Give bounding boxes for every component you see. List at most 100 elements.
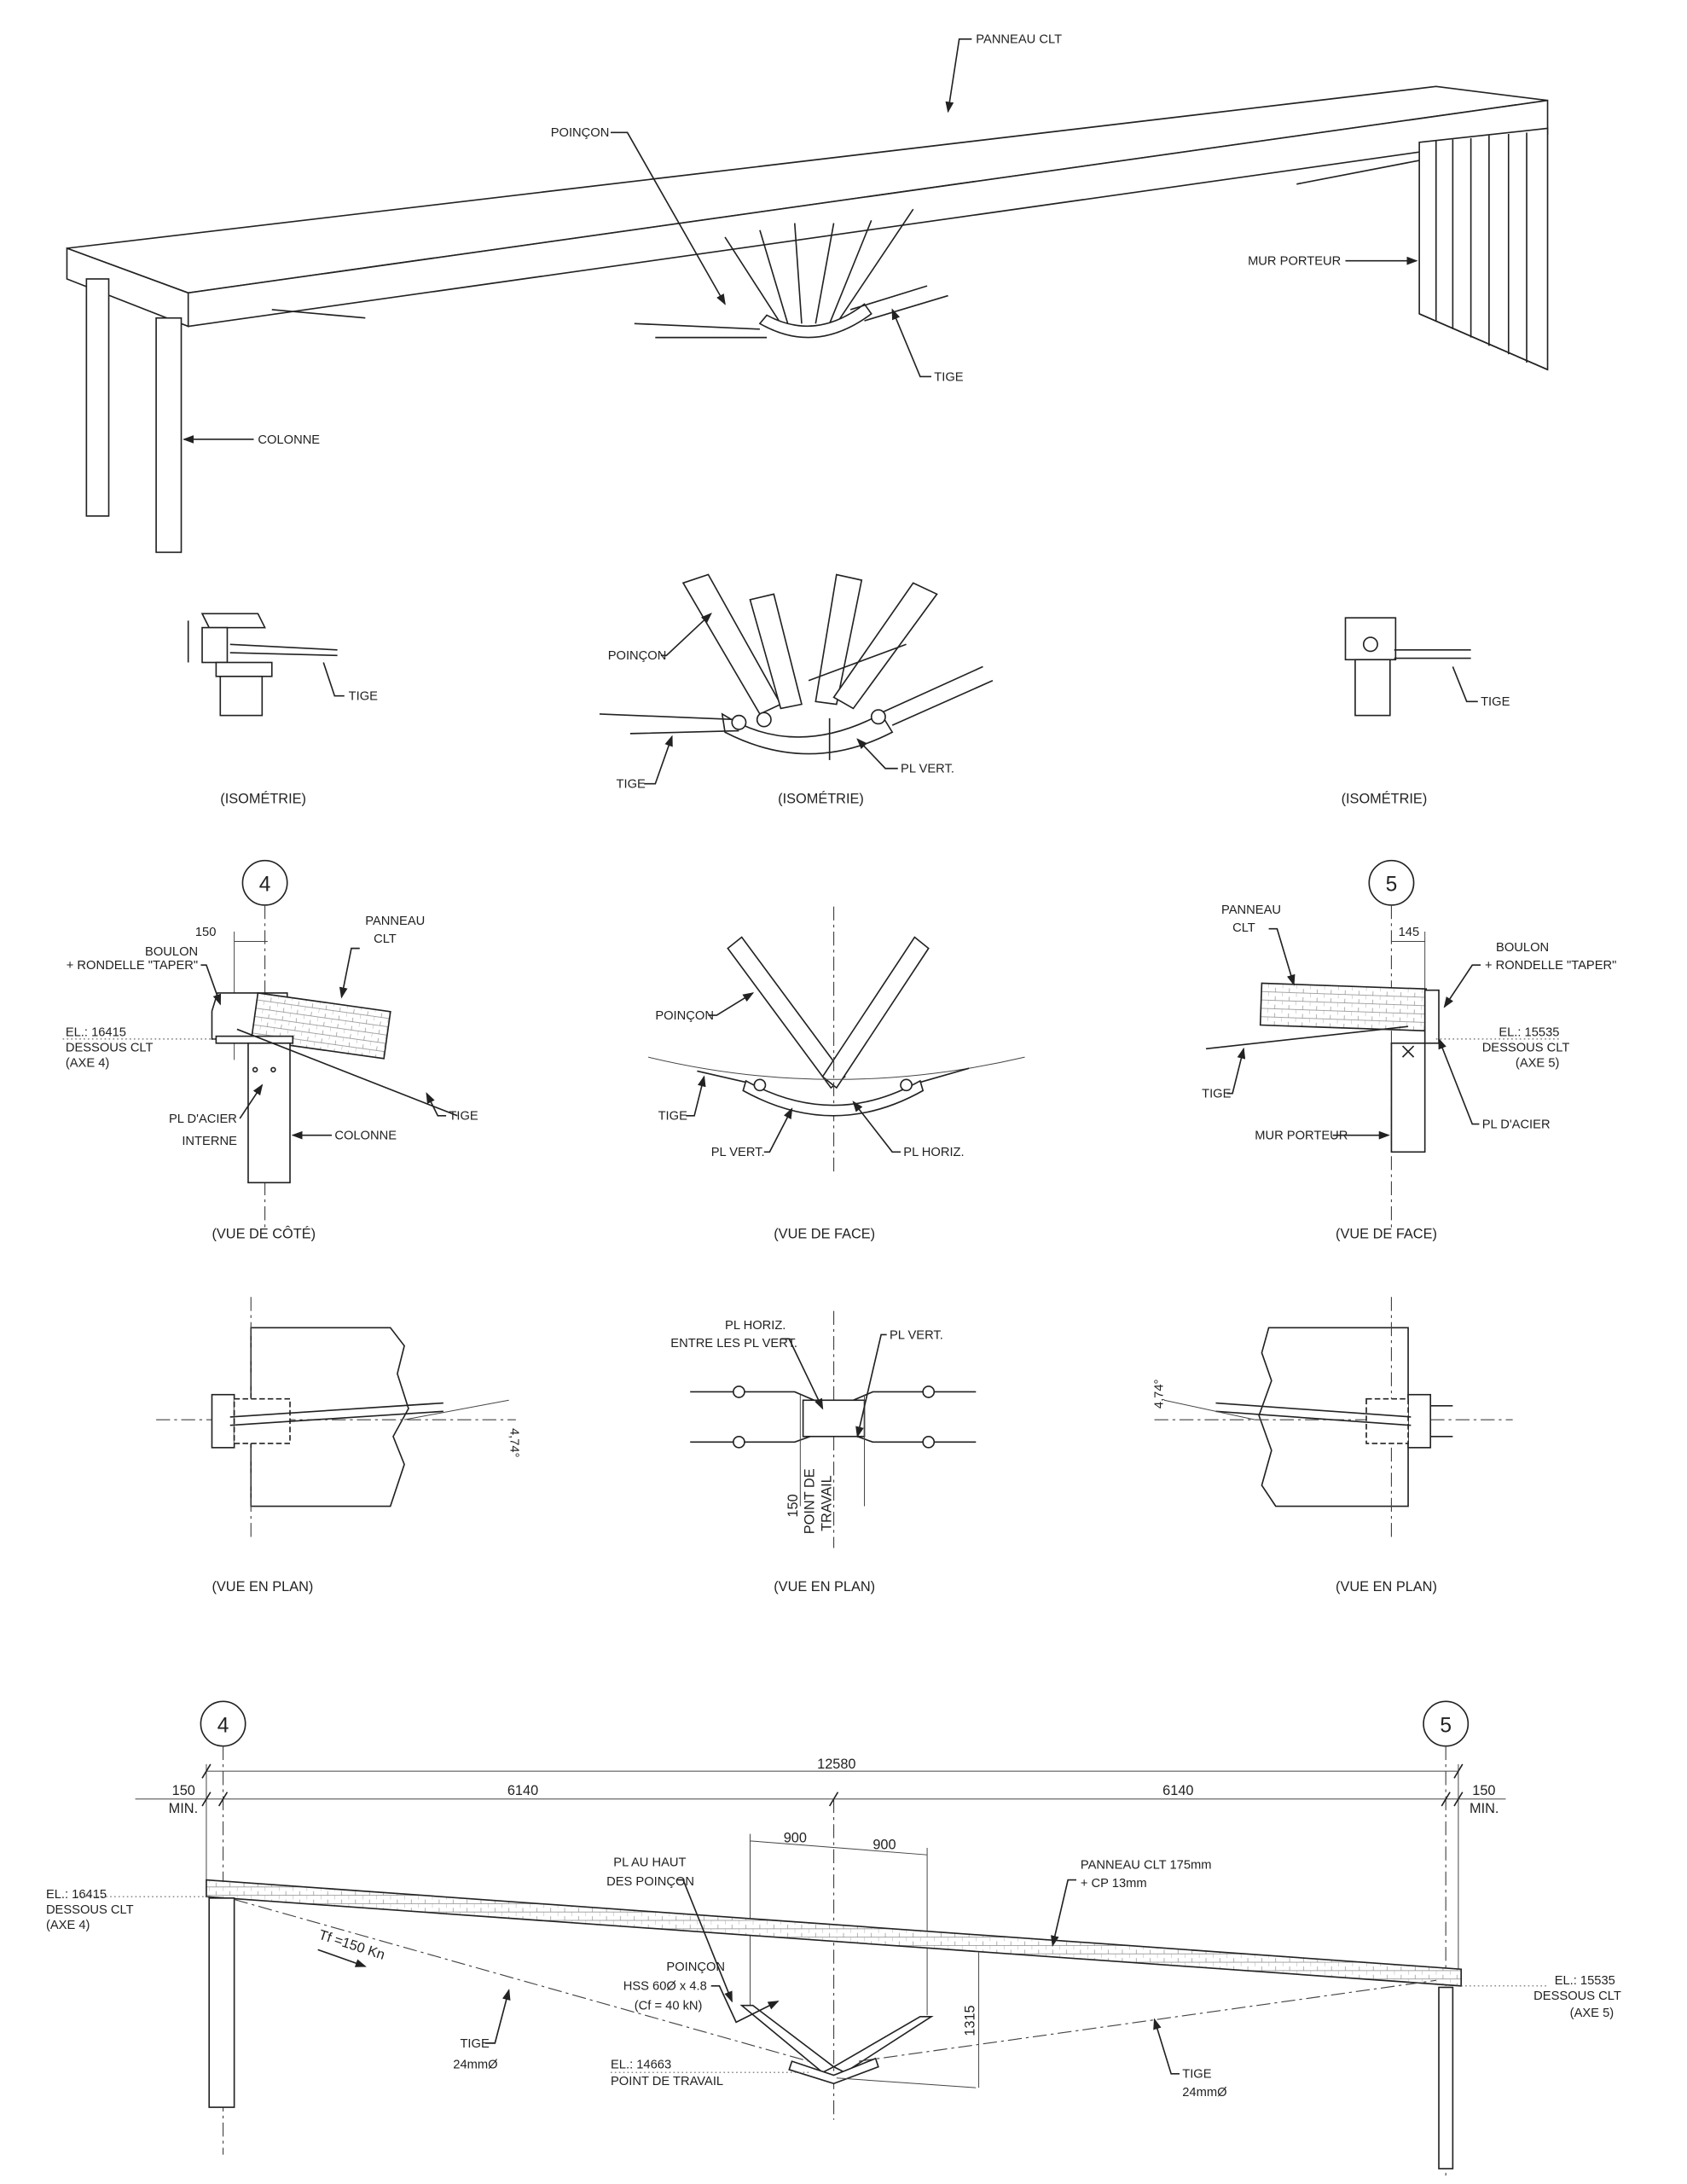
dim-total: 12580	[817, 1757, 855, 1772]
elev-el-left-1: EL.: 16415	[46, 1888, 107, 1902]
bearing-wall-label: MUR PORTEUR	[1248, 255, 1341, 269]
top-plate-1: PL AU HAUT	[613, 1856, 686, 1869]
panel-label-2: + CP 13mm	[1081, 1877, 1147, 1891]
iso-center-rod-label: TIGE	[617, 778, 646, 792]
face-rod-label: TIGE	[658, 1110, 688, 1124]
plan-hplate-label-2: ENTRE LES PL VERT.	[670, 1337, 797, 1350]
elev-axis-5: 5	[1440, 1714, 1452, 1737]
plate-label-1: PL D'ACIER	[169, 1112, 237, 1126]
plan-view-left: 4,74° (VUE EN PLAN)	[156, 1297, 520, 1594]
rod-label: TIGE	[449, 1110, 478, 1124]
plan-wp-label-2: TRAVAIL	[819, 1475, 834, 1531]
iso-center-kingpost-label: POINÇON	[608, 649, 667, 663]
face-panel-label-2: CLT	[1232, 921, 1255, 935]
face-bolt-label-2: + RONDELLE "TAPER"	[1485, 959, 1616, 973]
bolt-label-2: + RONDELLE "TAPER"	[67, 959, 198, 973]
rod-right-1: TIGE	[1182, 2068, 1212, 2082]
face-rod-label: TIGE	[1202, 1088, 1232, 1101]
el-right-2: DESSOUS CLT	[1533, 1989, 1621, 2003]
rod-left-2: 24mmØ	[453, 2058, 497, 2071]
elev-el-left-2: DESSOUS CLT	[46, 1903, 134, 1917]
plate-label-2: INTERNE	[182, 1135, 237, 1148]
rod-right-2: 24mmØ	[1182, 2086, 1226, 2100]
plan-wp-label-1: POINT DE	[803, 1468, 818, 1534]
panel-label: PANNEAU CLT	[976, 33, 1062, 47]
face-view-center: POINÇON TIGE PL VERT. PL HORIZ. (VUE DE …	[648, 906, 1025, 1242]
el-label-1: EL.: 16415	[66, 1026, 126, 1040]
plan-view-right: 4,74° (VUE EN PLAN)	[1152, 1297, 1513, 1594]
panel-label-1: PANNEAU CLT 175mm	[1081, 1859, 1212, 1873]
plan-hplate-label-1: PL HORIZ.	[725, 1319, 786, 1333]
iso-right-rod-label: TIGE	[1481, 695, 1510, 709]
rods-iso	[271, 160, 1420, 339]
el-right-1: EL.: 15535	[1555, 1974, 1615, 1988]
dim-left-min: 150	[172, 1783, 195, 1798]
bolt-label-1: BOULON	[145, 945, 198, 959]
kingposts-iso	[724, 208, 914, 339]
elev-el-left-3: (AXE 4)	[46, 1919, 90, 1932]
axis-4-label: 4	[259, 874, 271, 897]
iso-detail-right: TIGE (ISOMÉTRIE)	[1342, 617, 1510, 807]
face-view-caption: (VUE DE FACE)	[774, 1227, 875, 1242]
panel-label-1: PANNEAU	[365, 915, 425, 928]
el-right-3: (AXE 5)	[1570, 2007, 1614, 2020]
column-label: COLONNE	[258, 433, 320, 447]
axis-5-label: 5	[1386, 874, 1398, 897]
iso-center-plate-label: PL VERT.	[901, 763, 954, 776]
kingpost-2: HSS 60Ø x 4.8	[623, 1980, 707, 1994]
kingpost-label: POINÇON	[551, 126, 610, 140]
iso-right-caption: (ISOMÉTRIE)	[1342, 791, 1428, 807]
side-view-caption: (VUE DE CÔTÉ)	[212, 1226, 316, 1242]
top-isometric-view: PANNEAU CLT POINÇON MUR PORTEUR TIGE COL…	[66, 33, 1549, 554]
min-right: MIN.	[1470, 1801, 1499, 1816]
iso-detail-left: TIGE (ISOMÉTRIE)	[187, 613, 379, 807]
face-wall-label: MUR PORTEUR	[1255, 1130, 1348, 1143]
face-view-axis-5: 5 145 PANNEAU CLT BOULON + RONDELLE "TAP…	[1202, 859, 1616, 1242]
iso-center-caption: (ISOMÉTRIE)	[778, 791, 864, 807]
wp-1: EL.: 14663	[611, 2058, 671, 2071]
face-el-label-2: DESSOUS CLT	[1482, 1042, 1570, 1055]
face-plate-label: PL D'ACIER	[1482, 1118, 1551, 1132]
plan-center-dim: 150	[786, 1494, 801, 1517]
plan-left-caption: (VUE EN PLAN)	[212, 1579, 313, 1594]
min-left: MIN.	[169, 1801, 198, 1816]
el-label-2: DESSOUS CLT	[66, 1042, 154, 1055]
face-hplate-label: PL HORIZ.	[903, 1146, 964, 1159]
kingpost-3: (Cf = 40 kN)	[635, 2000, 703, 2013]
rod-label: TIGE	[934, 370, 964, 384]
elev-axis-4: 4	[217, 1714, 229, 1737]
main-elevation: 4 5 12580 150 MIN. 6140 6140 150 MIN. 90…	[46, 1700, 1621, 2176]
columns-iso	[85, 278, 183, 554]
iso-detail-center: POINÇON TIGE PL VERT. (ISOMÉTRIE)	[599, 573, 994, 807]
bearing-wall-iso	[1418, 127, 1549, 371]
dim-half-right: 6140	[1162, 1783, 1193, 1798]
face-el-label-3: (AXE 5)	[1516, 1057, 1559, 1071]
panel-label-2: CLT	[374, 932, 397, 946]
kingpost-1: POINÇON	[666, 1960, 725, 1974]
force-label: Tf =150 Kn	[316, 1927, 386, 1963]
face-panel-label-1: PANNEAU	[1221, 903, 1281, 917]
face-vplate-label: PL VERT.	[711, 1146, 765, 1159]
column-label: COLONNE	[334, 1130, 397, 1143]
iso-left-caption: (ISOMÉTRIE)	[220, 791, 306, 807]
face-el-label-1: EL.: 15535	[1499, 1026, 1559, 1040]
face-bolt-label-1: BOULON	[1496, 941, 1549, 955]
clt-panel-iso	[66, 85, 1549, 328]
face-kingpost-label: POINÇON	[655, 1009, 714, 1023]
side-dim-150: 150	[195, 926, 217, 939]
plan-vplate-label: PL VERT.	[890, 1328, 943, 1342]
plan-right-caption: (VUE EN PLAN)	[1336, 1579, 1437, 1594]
dim-post-left: 900	[784, 1830, 807, 1845]
iso-left-rod-label: TIGE	[349, 690, 379, 704]
plan-right-angle: 4,74°	[1152, 1380, 1166, 1409]
side-view-axis-4: 4 150 BOULON + RONDELLE "TAPER" PANNEAU …	[62, 859, 478, 1242]
el-label-3: (AXE 4)	[66, 1057, 109, 1071]
dim-right-min: 150	[1472, 1783, 1495, 1798]
face-dim-145: 145	[1399, 926, 1420, 939]
face-view-right-caption: (VUE DE FACE)	[1336, 1227, 1437, 1242]
plan-view-center: PL HORIZ. ENTRE LES PL VERT. PL VERT. 15…	[670, 1310, 977, 1594]
plan-center-caption: (VUE EN PLAN)	[774, 1579, 875, 1594]
rod-left-1: TIGE	[460, 2037, 490, 2051]
wp-2: POINT DE TRAVAIL	[611, 2075, 723, 2088]
